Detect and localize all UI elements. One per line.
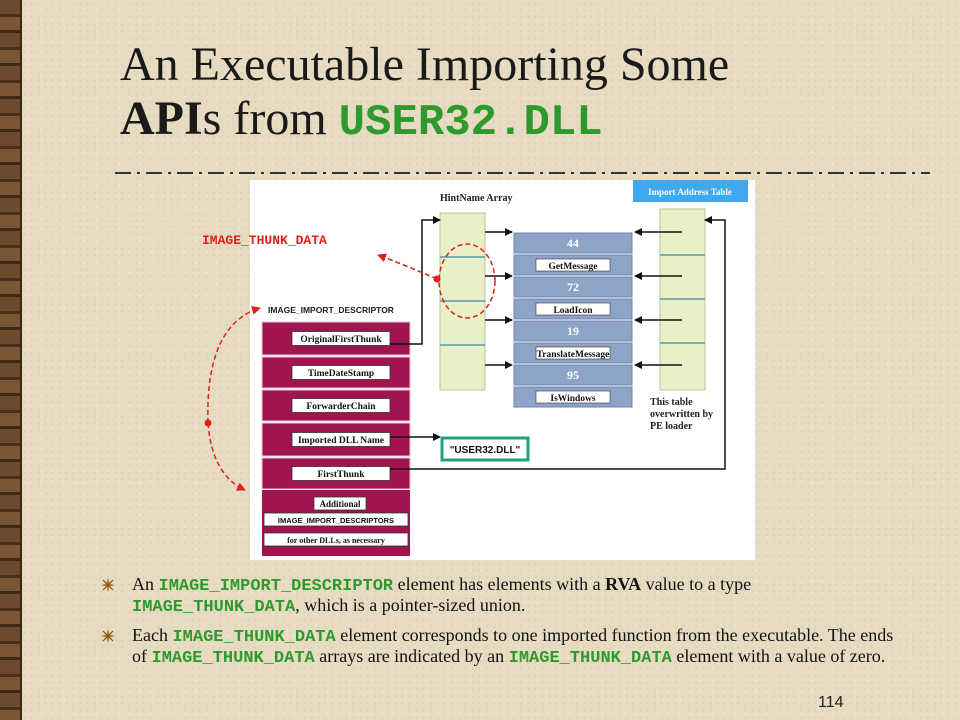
function-name: TranslateMessage <box>537 350 610 360</box>
descriptor-field-label: Imported DLL Name <box>298 436 384 446</box>
import-diagram: IMAGE_THUNK_DATA HintName Array Import A… <box>202 180 755 560</box>
thunk-highlight-circle <box>438 243 496 319</box>
bullet-1-bold: RVA <box>605 574 642 594</box>
iat-label: Import Address Table <box>648 187 732 197</box>
bullet-2-text-c: arrays are indicated by an <box>314 646 509 666</box>
title-line-1: An Executable Importing Some <box>120 38 730 91</box>
hint-name-array-label: HintName Array <box>440 193 513 204</box>
title-api: API <box>120 92 203 145</box>
bullet-list: An IMAGE_IMPORT_DESCRIPTOR element has e… <box>100 575 900 677</box>
title-s-from: s from <box>202 92 339 145</box>
bullet-1: An IMAGE_IMPORT_DESCRIPTOR element has e… <box>100 575 900 617</box>
bullet-1-text-b: element has elements with a <box>393 574 606 594</box>
additional-line-2: IMAGE_IMPORT_DESCRIPTORS <box>278 516 394 525</box>
function-name: IsWindows <box>550 394 596 404</box>
bullet-star-icon <box>101 629 115 643</box>
hint-value: 19 <box>567 324 579 338</box>
iat-note-line-1: This table <box>650 397 693 408</box>
hint-value: 95 <box>567 368 579 382</box>
dll-name-text: "USER32.DLL" <box>450 445 521 456</box>
bullet-1-mono-a: IMAGE_IMPORT_DESCRIPTOR <box>158 577 394 596</box>
title-dll: USER32.DLL <box>338 98 603 148</box>
bullet-2-text-d: element with a value of zero. <box>671 646 886 666</box>
function-name: LoadIcon <box>553 306 593 316</box>
thunk-data-label: IMAGE_THUNK_DATA <box>202 233 327 248</box>
bullet-1-text-a: An <box>132 574 159 594</box>
hint-entry <box>513 320 633 342</box>
descriptor-field-label: TimeDateStamp <box>308 369 374 379</box>
bullet-2-mono-b: IMAGE_THUNK_DATA <box>151 649 315 668</box>
title-line-2: APIs from USER32.DLL <box>120 92 920 150</box>
descriptor-label: IMAGE_IMPORT_DESCRIPTOR <box>268 305 394 315</box>
additional-line-1: Additional <box>319 499 361 509</box>
bullet-2-mono-a: IMAGE_THUNK_DATA <box>172 628 336 647</box>
dll-name-box <box>440 436 530 462</box>
iat-header <box>633 180 748 202</box>
bullet-1-mono-b: IMAGE_THUNK_DATA <box>132 598 296 617</box>
left-decorative-bar <box>0 0 22 720</box>
bullet-2-text-a: Each <box>132 625 173 645</box>
descriptor-field-label: FirstThunk <box>318 470 366 480</box>
descriptor-fields: OriginalFirstThunkTimeDateStampForwarder… <box>261 321 411 490</box>
function-name: GetMessage <box>548 262 597 272</box>
bullet-star-icon <box>101 578 115 592</box>
hint-value: 72 <box>567 280 579 294</box>
iat-note-line-3: PE loader <box>650 421 693 432</box>
additional-line-3: for other DLLs, as necessary <box>287 536 385 545</box>
bullet-2-text-b: element corresponds to one imported func… <box>132 625 894 666</box>
slide-title: An Executable Importing Some APIs from U… <box>120 38 920 150</box>
hint-value: 44 <box>567 236 579 250</box>
hint-entry <box>513 232 633 254</box>
descriptor-field-label: ForwarderChain <box>306 402 376 412</box>
bullet-1-text-c: value to a type <box>641 574 752 594</box>
bullet-2-mono-c: IMAGE_THUNK_DATA <box>508 649 672 668</box>
page-number: 114 <box>818 694 844 711</box>
title-divider <box>115 172 930 174</box>
bullet-2: Each IMAGE_THUNK_DATA element correspond… <box>100 626 900 668</box>
bullet-1-text-d: , which is a pointer-sized union. <box>295 595 526 615</box>
iat-note-line-2: overwritten by <box>650 409 713 420</box>
descriptor-field-label: OriginalFirstThunk <box>300 335 382 345</box>
hint-entry <box>513 276 633 298</box>
hint-entry <box>513 364 633 386</box>
